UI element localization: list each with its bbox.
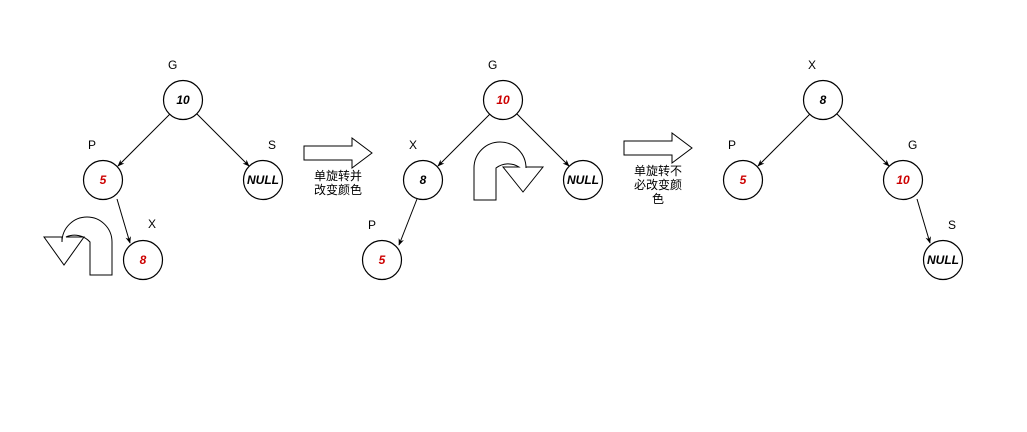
step-1-caption: 单旋转并 改变颜色 bbox=[300, 169, 376, 197]
node-value: 5 bbox=[740, 173, 747, 187]
node-label: G bbox=[908, 138, 917, 152]
caption-line: 必改变颜 bbox=[633, 178, 682, 192]
node-value: 10 bbox=[896, 173, 910, 187]
node-p: P 5 bbox=[82, 138, 124, 201]
node-label: S bbox=[948, 218, 956, 232]
node-value: 8 bbox=[420, 173, 427, 187]
node-g: G 10 bbox=[162, 58, 204, 121]
node-s: S NULL bbox=[242, 138, 284, 201]
rotate-left-icon bbox=[43, 216, 113, 276]
node-value: 8 bbox=[820, 93, 827, 107]
edge-p-x bbox=[116, 198, 131, 244]
node-value: 5 bbox=[100, 173, 107, 187]
node-value: NULL bbox=[247, 173, 279, 187]
caption-line: 改变颜色 bbox=[313, 183, 362, 197]
edge-x-p bbox=[398, 198, 418, 246]
node-p: P 5 bbox=[361, 218, 403, 281]
node-label: P bbox=[368, 218, 376, 232]
edge-x-p bbox=[757, 113, 811, 167]
panel-1: G 10 P 5 S NULL X 8 bbox=[43, 58, 284, 281]
node-g: G 10 bbox=[482, 58, 524, 121]
node-value: 8 bbox=[140, 253, 147, 267]
edge-g-x bbox=[437, 113, 491, 167]
caption-line: 单旋转不 bbox=[633, 164, 682, 178]
node-label: P bbox=[88, 138, 96, 152]
node-label: X bbox=[148, 217, 156, 231]
rotate-right-icon bbox=[473, 141, 545, 201]
caption-line: 单旋转并 bbox=[313, 169, 362, 183]
node-label: G bbox=[168, 58, 177, 72]
node-p: P 5 bbox=[722, 138, 764, 201]
node-x: X 8 bbox=[802, 58, 844, 121]
node-x: X 8 bbox=[122, 217, 164, 281]
node-value: 5 bbox=[379, 253, 386, 267]
node-label: X bbox=[808, 58, 816, 72]
node-value: 10 bbox=[496, 93, 510, 107]
step-2-caption: 单旋转不 必改变颜 色 bbox=[620, 164, 696, 206]
node-label: S bbox=[268, 138, 276, 152]
panel-2: G 10 X 8 NULL P 5 bbox=[361, 58, 604, 281]
node-x: X 8 bbox=[402, 138, 444, 201]
edge-x-g bbox=[836, 113, 890, 167]
step-arrow-right-icon bbox=[623, 132, 693, 164]
edge-g-s bbox=[196, 113, 250, 167]
caption-line: 色 bbox=[651, 192, 664, 206]
node-value: 10 bbox=[176, 93, 190, 107]
step-arrow-right-icon bbox=[303, 137, 373, 169]
edge-g-s bbox=[916, 198, 931, 244]
node-value: NULL bbox=[567, 173, 599, 187]
node-value: NULL bbox=[927, 253, 959, 267]
node-label: P bbox=[728, 138, 736, 152]
edge-g-s bbox=[516, 113, 570, 167]
node-s: S NULL bbox=[922, 218, 964, 281]
panel-3: X 8 P 5 G 10 S NULL bbox=[722, 58, 964, 281]
node-g: G 10 bbox=[882, 138, 924, 201]
node-label: G bbox=[488, 58, 497, 72]
edge-g-p bbox=[117, 113, 171, 167]
node-s: NULL bbox=[562, 159, 604, 201]
node-label: X bbox=[409, 138, 417, 152]
